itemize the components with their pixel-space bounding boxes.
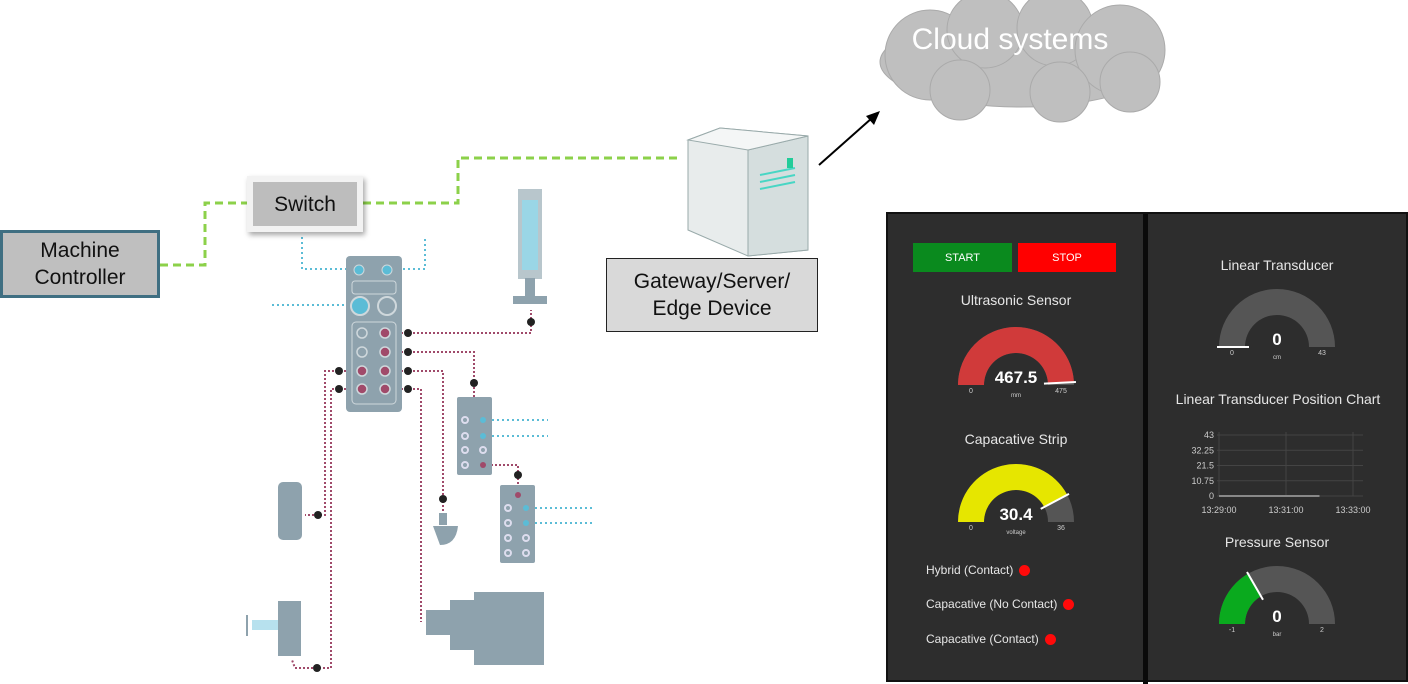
gauge-unit: voltage <box>1006 530 1026 536</box>
indicator-label: Capacative (No Contact) <box>926 597 1058 611</box>
ethernet-link <box>160 156 682 267</box>
gauge-max: 475 <box>1055 388 1067 395</box>
gauge-title: Ultrasonic Sensor <box>960 292 1072 308</box>
y-tick-label: 10.75 <box>1191 476 1214 486</box>
gauge-max: 36 <box>1057 525 1065 532</box>
gauge-value: 30.4 <box>999 505 1033 524</box>
gauge-min: 0 <box>1230 350 1234 357</box>
switch-box: Switch <box>247 176 363 232</box>
gauge-unit: cm <box>1273 355 1281 361</box>
gauge-title: Linear Transducer <box>1220 257 1334 273</box>
io-master-hub <box>346 256 402 412</box>
panel-divider <box>1143 214 1148 684</box>
status-led <box>1044 633 1056 645</box>
gauge-track <box>1219 289 1335 347</box>
chart-title: Linear Transducer Position Chart <box>1175 391 1381 407</box>
indicator-label: Capacative (Contact) <box>926 632 1039 646</box>
io-module-2 <box>500 485 535 563</box>
start-button[interactable]: START <box>913 243 1012 272</box>
gauge-max: 2 <box>1320 627 1324 634</box>
dashboard-graphics: 467.5 mm 0 475 30.4 voltage 0 36 0 cm 0 43 0 bar -1 2 0 1… <box>958 289 1371 638</box>
indicator-hybrid-contact: Hybrid (Contact) <box>926 563 1031 577</box>
motor-device-icon <box>426 592 544 665</box>
indicator-capacative-no-contact: Capacative (No Contact) <box>926 597 1075 611</box>
indicator-label: Hybrid (Contact) <box>926 563 1014 577</box>
gauge-max: 43 <box>1318 350 1326 357</box>
gauge-needle <box>1246 571 1264 601</box>
y-tick-label: 21.5 <box>1196 461 1214 471</box>
pressure-sensor-device-icon <box>278 482 302 540</box>
indicator-capacative-contact: Capacative (Contact) <box>926 632 1056 646</box>
y-tick-label: 32.25 <box>1191 445 1214 455</box>
y-tick-label: 0 <box>1209 491 1214 501</box>
gauge-unit: bar <box>1273 632 1282 638</box>
machine-controller-box: Machine Controller <box>0 230 160 298</box>
connector-dots <box>313 318 535 672</box>
dashboard: START STOP Ultrasonic Sensor Capacative … <box>886 212 1408 684</box>
server-icon <box>686 127 809 257</box>
status-led <box>1063 598 1075 610</box>
status-led <box>1019 564 1031 576</box>
y-tick-label: 43 <box>1204 430 1214 440</box>
gateway-box: Gateway/Server/ Edge Device <box>606 258 818 332</box>
fieldbus-links <box>272 237 592 524</box>
gauge-value: 0 <box>1272 607 1281 626</box>
gauge-value: 0 <box>1272 330 1281 349</box>
gauge-title: Capacative Strip <box>964 431 1068 447</box>
cloud-label: Cloud systems <box>911 23 1109 56</box>
x-tick-label: 13:33:00 <box>1335 505 1370 515</box>
x-tick-label: 13:31:00 <box>1268 505 1303 515</box>
cloud-icon <box>879 0 1166 123</box>
gauge-fill <box>1219 573 1261 624</box>
gauge-value: 467.5 <box>995 368 1038 387</box>
gauge-unit: mm <box>1011 393 1021 399</box>
gauge-fill <box>958 464 1068 522</box>
gripper-device-icon <box>433 513 458 545</box>
arrow-to-cloud <box>818 111 880 166</box>
gauge-min: 0 <box>969 388 973 395</box>
gauge-min: 0 <box>969 525 973 532</box>
gauge-needle <box>1043 381 1076 385</box>
gauge-fill <box>958 326 1074 385</box>
io-module-1 <box>457 397 492 475</box>
stop-button[interactable]: STOP <box>1018 243 1116 272</box>
x-tick-label: 13:29:00 <box>1201 505 1236 515</box>
gauge-min: -1 <box>1229 627 1235 634</box>
signal-tower-icon <box>513 189 547 304</box>
proximity-sensor-device-icon <box>246 601 301 656</box>
gauge-needle <box>1040 492 1070 510</box>
gauge-title: Pressure Sensor <box>1224 534 1330 550</box>
